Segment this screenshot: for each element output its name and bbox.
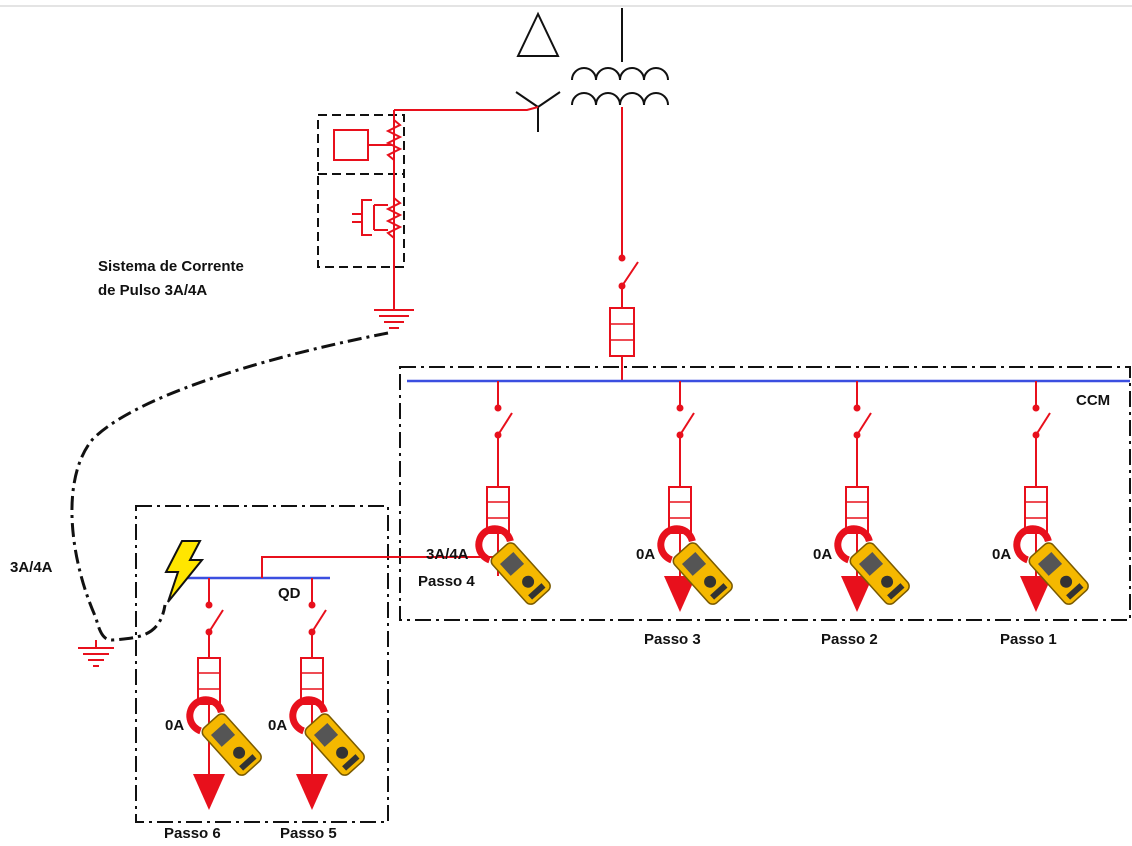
clamp-base — [1066, 583, 1084, 600]
pulse-generator-box — [333, 129, 369, 161]
clamp-jaw — [289, 696, 328, 735]
wye-winding-icon — [515, 91, 561, 132]
qd-panel-frame — [135, 505, 389, 823]
breaker-icon — [497, 412, 513, 436]
load-arrow-icon — [296, 774, 328, 810]
qd-feeder-2: 0A Passo 5 — [268, 578, 365, 842]
clamp-reading: 0A — [813, 546, 832, 563]
clamp-meter-icon — [834, 525, 910, 605]
clamp-screen — [210, 722, 236, 747]
load-arrow-icon — [841, 576, 873, 612]
clamp-meter-icon — [289, 696, 365, 776]
neutral-wire — [394, 106, 539, 111]
breaker-contact — [853, 404, 861, 412]
ccm-label: CCM — [1076, 392, 1110, 409]
load-arrow-icon — [664, 576, 696, 612]
pulse-system-label-line1: Sistema de Corrente — [98, 258, 244, 275]
breaker-icon — [311, 609, 327, 633]
clamp-jaw — [834, 525, 873, 564]
clamp-dial — [1060, 575, 1073, 588]
neutral-resistor-2 — [385, 197, 403, 239]
clamp-meter-icon — [1013, 525, 1089, 605]
main-feeder — [609, 107, 639, 381]
qd-feeder-1: 0A Passo 6 — [164, 578, 262, 842]
clamp-screen — [858, 551, 884, 576]
clamp-reading: 0A — [992, 546, 1011, 563]
ccm-feeder-3: 0A Passo 2 — [813, 381, 910, 648]
step-label: Passo 3 — [644, 631, 701, 648]
secondary-coil — [571, 92, 669, 106]
pulse-current-system — [317, 106, 539, 329]
ground-return-path — [70, 331, 389, 642]
clamp-reading: 0A — [165, 717, 184, 734]
ccm-feeder-2: 0A Passo 3 — [636, 381, 733, 648]
clamp-screen — [1037, 551, 1063, 576]
main-fuse-icon — [609, 307, 635, 357]
ccm-feeder-4: 0A Passo 1 — [992, 381, 1089, 648]
breaker-contact — [1032, 404, 1040, 412]
clamp-meter-icon — [186, 696, 262, 776]
qd-label: QD — [278, 585, 301, 602]
step-label: Passo 6 — [164, 825, 221, 841]
ccm-feeder-1: 3A/4A Passo 4 — [418, 381, 551, 605]
step-label: Passo 4 — [418, 573, 475, 590]
clamp-base — [710, 583, 728, 600]
breaker-contact — [494, 404, 502, 412]
breaker-contact — [205, 601, 213, 609]
clamp-reading: 0A — [636, 546, 655, 563]
clamp-meter-icon — [475, 525, 551, 605]
clamp-base — [342, 754, 360, 771]
clamp-jaw — [475, 525, 514, 564]
clamp-meter-icon — [657, 525, 733, 605]
clamp-base — [887, 583, 905, 600]
main-breaker-icon — [621, 261, 639, 287]
breaker-contact — [308, 601, 316, 609]
clamp-jaw — [186, 696, 225, 735]
step-label: Passo 1 — [1000, 631, 1057, 648]
clamp-base — [239, 754, 257, 771]
clamp-base — [528, 583, 546, 600]
clamp-dial — [704, 575, 717, 588]
fault-lightning-icon — [164, 540, 205, 603]
primary-coil — [571, 67, 669, 81]
clamp-screen — [499, 551, 525, 576]
clamp-dial — [233, 746, 246, 759]
load-arrow-icon — [1020, 576, 1052, 612]
delta-winding-icon — [516, 11, 560, 57]
breaker-contact — [676, 404, 684, 412]
clamp-dial — [522, 575, 535, 588]
ground-current-label: 3A/4A — [10, 559, 53, 576]
clamp-screen — [313, 722, 339, 747]
clamp-reading: 3A/4A — [426, 546, 469, 563]
breaker-icon — [208, 609, 224, 633]
breaker-icon — [1035, 412, 1051, 436]
ccm-panel-frame — [399, 366, 1131, 621]
clamp-dial — [881, 575, 894, 588]
remote-ground-icon — [78, 640, 114, 667]
breaker-icon — [856, 412, 872, 436]
clamp-jaw — [657, 525, 696, 564]
load-arrow-icon — [193, 774, 225, 810]
transformer-symbol — [515, 8, 669, 132]
pulse-system-label-line2: de Pulso 3A/4A — [98, 282, 207, 299]
clamp-reading: 0A — [268, 717, 287, 734]
step-label: Passo 2 — [821, 631, 878, 648]
neutral-resistor-1 — [385, 119, 403, 161]
clamp-dial — [336, 746, 349, 759]
ground-icon — [374, 309, 414, 329]
clamp-jaw — [1013, 525, 1052, 564]
breaker-icon — [679, 412, 695, 436]
pulse-system-frame — [317, 114, 405, 268]
step-label: Passo 5 — [280, 825, 337, 841]
clamp-screen — [681, 551, 707, 576]
